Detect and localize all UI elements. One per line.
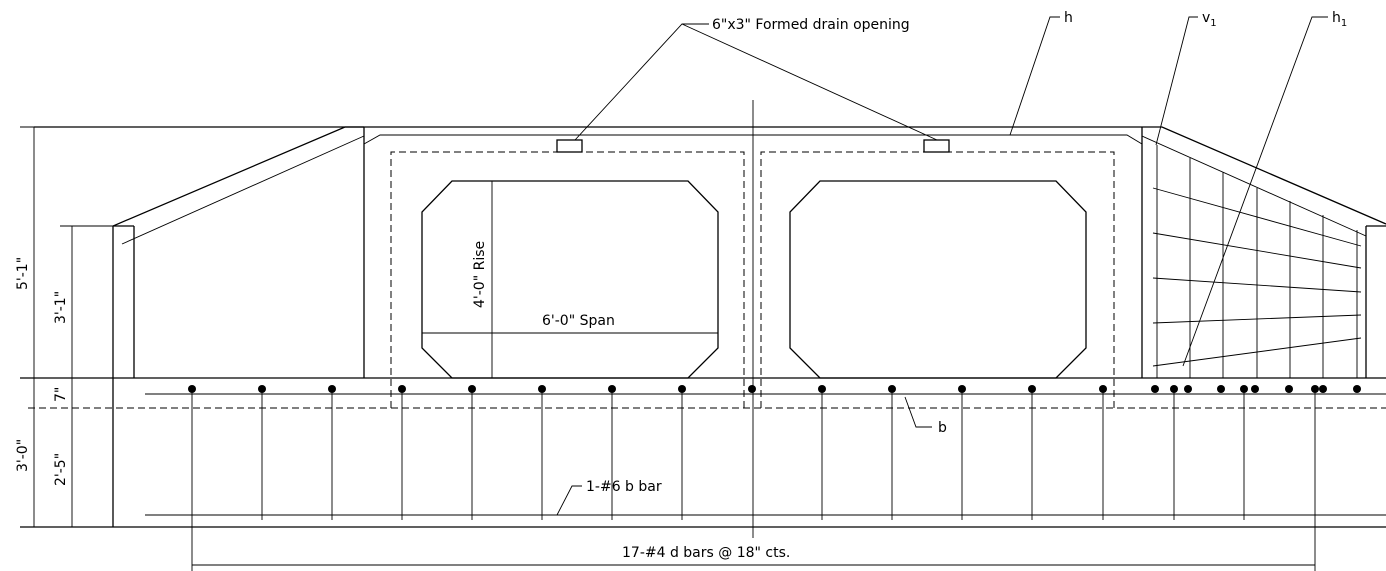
h1-label: h1: [1332, 10, 1347, 29]
d-bars-label: 17-#4 d bars @ 18" cts.: [622, 545, 790, 561]
drain-opening-right: [923, 139, 950, 153]
b-label: b: [938, 420, 947, 436]
left-dimensions: [20, 126, 113, 527]
h1-label-base: h: [1332, 10, 1341, 26]
leader-lines: [556, 16, 1328, 516]
b-bar-label: 1-#6 b bar: [586, 479, 662, 495]
drain-opening-label: 6"x3" Formed drain opening: [712, 17, 910, 33]
left-wingwall: [112, 126, 365, 378]
barrel-outlines: [390, 151, 1115, 408]
right-wingwall: [1141, 126, 1386, 378]
dim-wall-label: 3'-1": [53, 291, 69, 324]
dim-footing-label: 3'-0": [15, 439, 31, 472]
footing: [20, 377, 1386, 528]
left-barrel-opening: [421, 180, 719, 379]
dim-lower-label: 2'-5": [53, 453, 69, 486]
dim-slab-label: 7": [53, 387, 69, 402]
opening-dimensions: [422, 181, 718, 378]
dim-total-label: 5'-1": [15, 257, 31, 290]
headwall-outline: [34, 126, 1143, 378]
span-label: 6'-0" Span: [542, 313, 615, 329]
v1-label-sub: 1: [1210, 18, 1216, 29]
d-bar-spacing-dimension: [191, 520, 1316, 571]
right-barrel-opening: [789, 180, 1087, 379]
d-bars: [191, 389, 1316, 520]
v1-label-base: v: [1202, 10, 1210, 26]
drain-opening-left: [556, 139, 583, 153]
h-label: h: [1064, 10, 1073, 26]
h1-label-sub: 1: [1341, 18, 1347, 29]
b-bar-dots: [188, 385, 1361, 393]
rise-label: 4'-0" Rise: [472, 241, 488, 308]
wingwall-reinforcement: [1152, 145, 1362, 378]
v1-label: v1: [1202, 10, 1217, 29]
